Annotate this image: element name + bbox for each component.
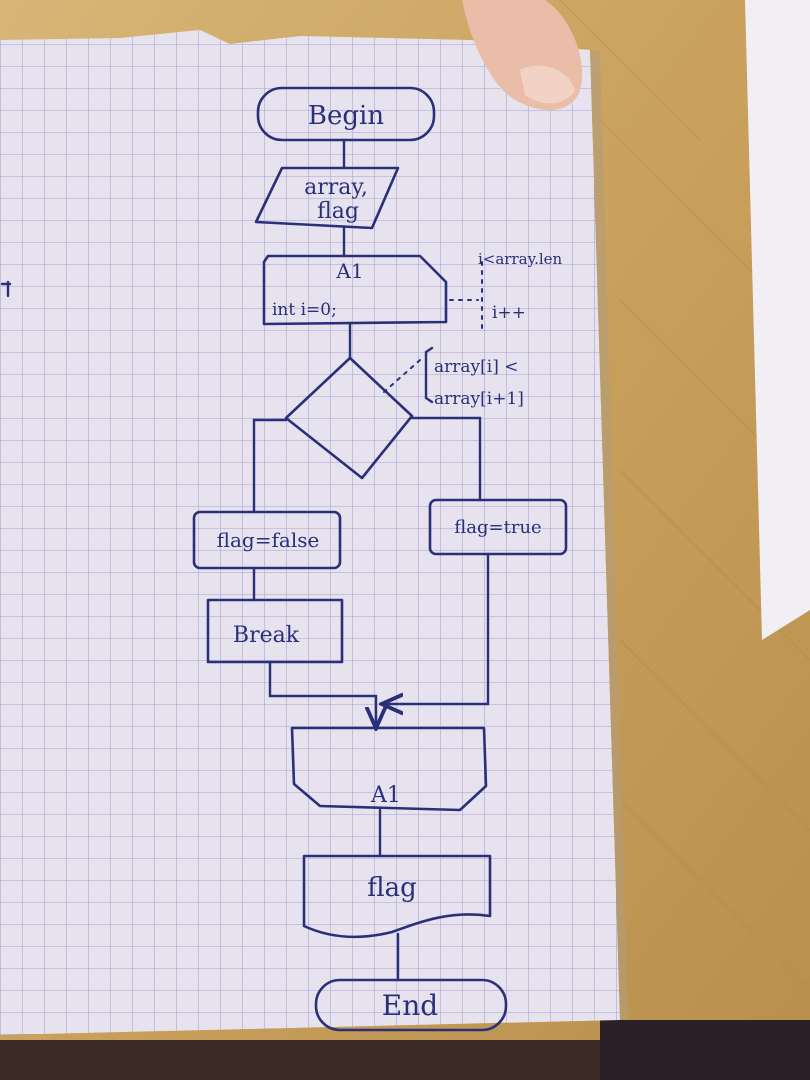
connector-decision-right [410, 416, 482, 502]
right-process-box [428, 498, 568, 556]
loop-condition-text: i<array.len [478, 250, 563, 268]
input-label-line1: array, [304, 175, 368, 200]
left-process-box [192, 510, 342, 570]
loop-end-shape [290, 726, 488, 812]
begin-label: Begin [308, 101, 384, 131]
output-label: flag [367, 873, 417, 903]
page-shadow [590, 50, 628, 1020]
break-box [206, 598, 344, 664]
decision-annotation-bracket [424, 346, 434, 404]
loop-init-text: int i=0; [272, 300, 337, 320]
decision-diamond [284, 356, 414, 480]
fabric-bottom [600, 1020, 810, 1080]
end-label: End [382, 989, 438, 1022]
connector-break-merge [268, 660, 376, 726]
loop-annotation-bracket [449, 261, 483, 333]
background-paper-sheet [745, 0, 810, 640]
decision-condition-line1: array[i] < [434, 357, 518, 377]
decision-annotation-dash [383, 359, 421, 393]
loop-end-label: A1 [370, 783, 401, 808]
begin-terminator [256, 86, 436, 142]
connector-true-merge [384, 552, 490, 704]
decision-condition-line2: array[i+1] [434, 389, 524, 409]
output-document [302, 854, 492, 939]
fingernail [520, 65, 575, 104]
wood-grain [559, 0, 810, 991]
loop-start-label: A1 [335, 259, 363, 283]
loop-start-shape [262, 254, 448, 326]
end-terminator [314, 978, 508, 1032]
input-label-line2: flag [317, 199, 359, 224]
input-parallelogram [254, 166, 400, 230]
left-process-label: flag=false [217, 528, 320, 552]
margin-scribble [0, 280, 12, 298]
loop-increment-text: i++ [492, 303, 526, 323]
break-label: Break [233, 623, 300, 648]
right-process-label: flag=true [454, 517, 541, 538]
notebook-page [0, 30, 620, 1035]
connector-decision-left [252, 418, 288, 514]
